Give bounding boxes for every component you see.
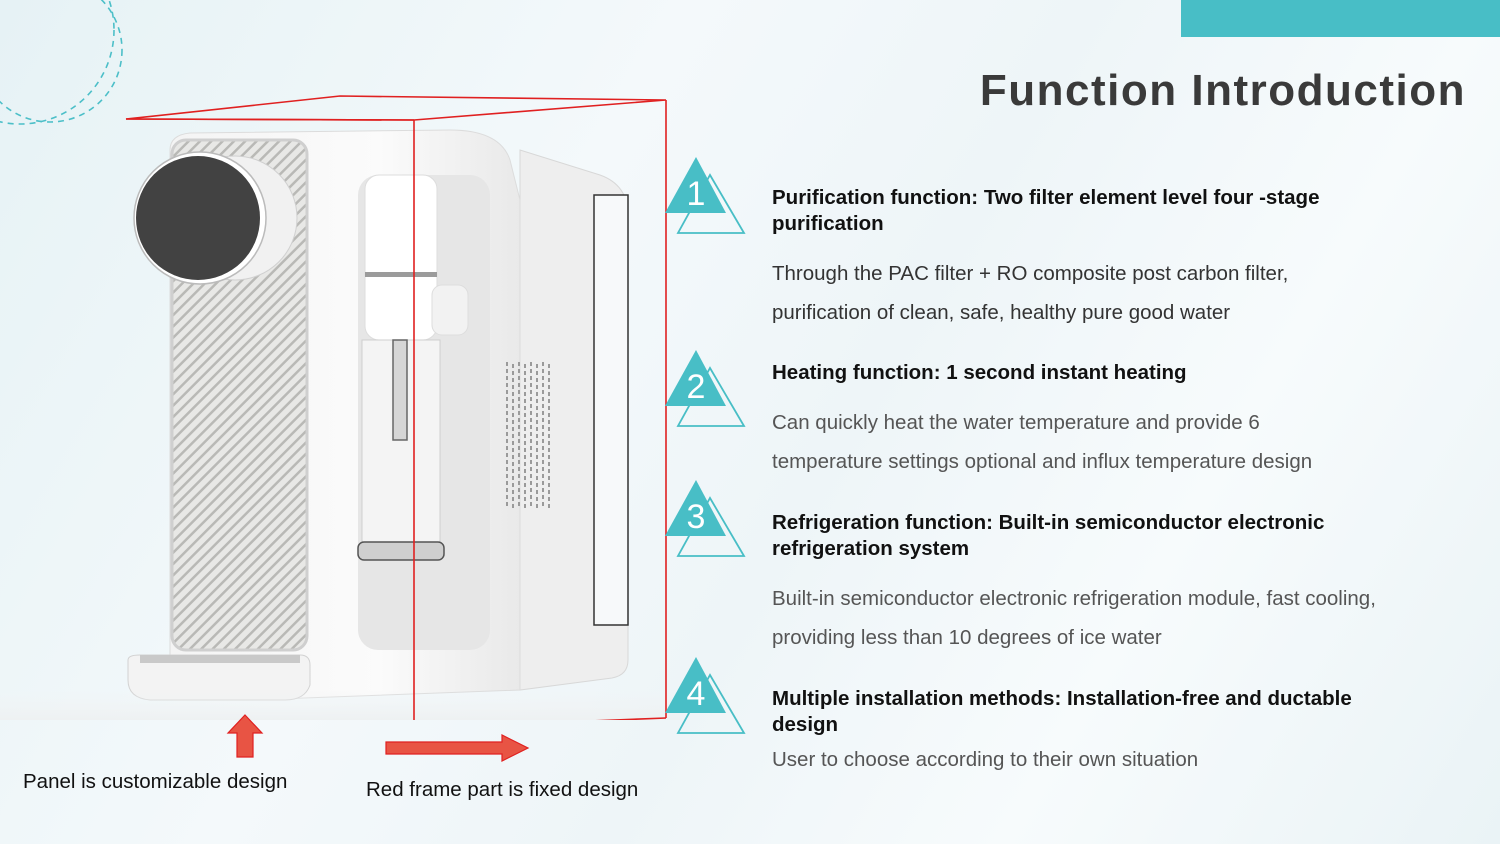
badge-number: 2 — [686, 368, 706, 406]
decorative-dashed-circles-icon — [0, 0, 123, 125]
badge-number: 3 — [686, 498, 706, 536]
frame-fixed-label: Red frame part is fixed design — [366, 778, 639, 801]
triangle-badge-icon — [665, 657, 746, 734]
arrow-up-icon — [226, 714, 264, 758]
feature-title: Heating function: 1 second instant heati… — [772, 361, 1187, 384]
number-badge: 2 — [662, 348, 746, 428]
feature-description: Through the PAC filter + RO composite po… — [772, 262, 1289, 324]
number-badge: 1 — [662, 155, 746, 235]
feature-description: Built-in semiconductor electronic refrig… — [772, 587, 1376, 649]
feature-title: Multiple installation methods: Installat… — [772, 687, 1352, 736]
accent-bar — [1181, 0, 1500, 37]
arrow-right-icon — [385, 734, 530, 762]
triangle-badge-icon — [665, 480, 746, 557]
feature-title: Refrigeration function: Built-in semicon… — [772, 511, 1325, 560]
badge-number: 4 — [686, 675, 706, 713]
feature-description: User to choose according to their own si… — [772, 748, 1199, 771]
page-title: Function Introduction — [979, 66, 1466, 115]
triangle-badge-icon — [665, 157, 746, 234]
feature-title: Purification function: Two filter elemen… — [772, 186, 1320, 235]
feature-description: Can quickly heat the water temperature a… — [772, 411, 1313, 473]
panel-customizable-label: Panel is customizable design — [23, 770, 288, 793]
number-badge: 4 — [662, 655, 746, 735]
number-badge: 3 — [662, 478, 746, 558]
water-dispenser-image — [0, 95, 680, 720]
triangle-badge-icon — [665, 350, 746, 427]
badge-number: 1 — [686, 175, 706, 213]
